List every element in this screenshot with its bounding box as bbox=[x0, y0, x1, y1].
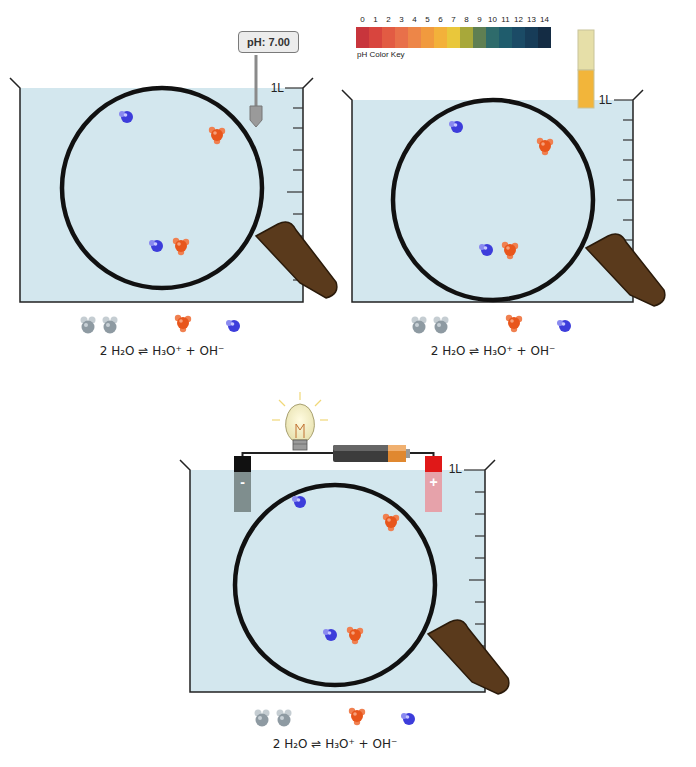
volume-mark: 1L bbox=[449, 463, 462, 475]
scale-number: 1 bbox=[373, 16, 377, 24]
scale-number: 7 bbox=[451, 16, 455, 24]
node-text: pH: 7.00 bbox=[247, 36, 290, 48]
volume-mark: 1L bbox=[271, 82, 284, 94]
scale-number: 9 bbox=[477, 16, 481, 24]
equilibrium-equation: 2 H₂O ⇌ H₃O⁺ + OH⁻ bbox=[431, 345, 556, 357]
scale-number: 2 bbox=[386, 16, 390, 24]
scale-number: 0 bbox=[360, 16, 364, 24]
ph-meter-display: pH: 7.00 bbox=[238, 31, 299, 53]
scale-number: 13 bbox=[527, 16, 536, 24]
scale-number: 8 bbox=[464, 16, 468, 24]
volume-mark: 1L bbox=[599, 94, 612, 106]
negative-electrode: - bbox=[234, 472, 251, 512]
node-text: - bbox=[240, 474, 245, 490]
node-text: + bbox=[429, 474, 437, 490]
scale-number: 14 bbox=[540, 16, 549, 24]
scale-number: 6 bbox=[438, 16, 442, 24]
key-title: pH Color Key bbox=[357, 51, 405, 59]
scale-number: 4 bbox=[412, 16, 416, 24]
scale-number: 12 bbox=[514, 16, 523, 24]
positive-electrode: + bbox=[425, 472, 442, 512]
equilibrium-equation: 2 H₂O ⇌ H₃O⁺ + OH⁻ bbox=[100, 345, 225, 357]
scale-number: 10 bbox=[488, 16, 497, 24]
equilibrium-equation: 2 H₂O ⇌ H₃O⁺ + OH⁻ bbox=[273, 738, 398, 750]
scale-number: 3 bbox=[399, 16, 403, 24]
scale-number: 11 bbox=[501, 16, 509, 24]
scale-number: 5 bbox=[425, 16, 429, 24]
